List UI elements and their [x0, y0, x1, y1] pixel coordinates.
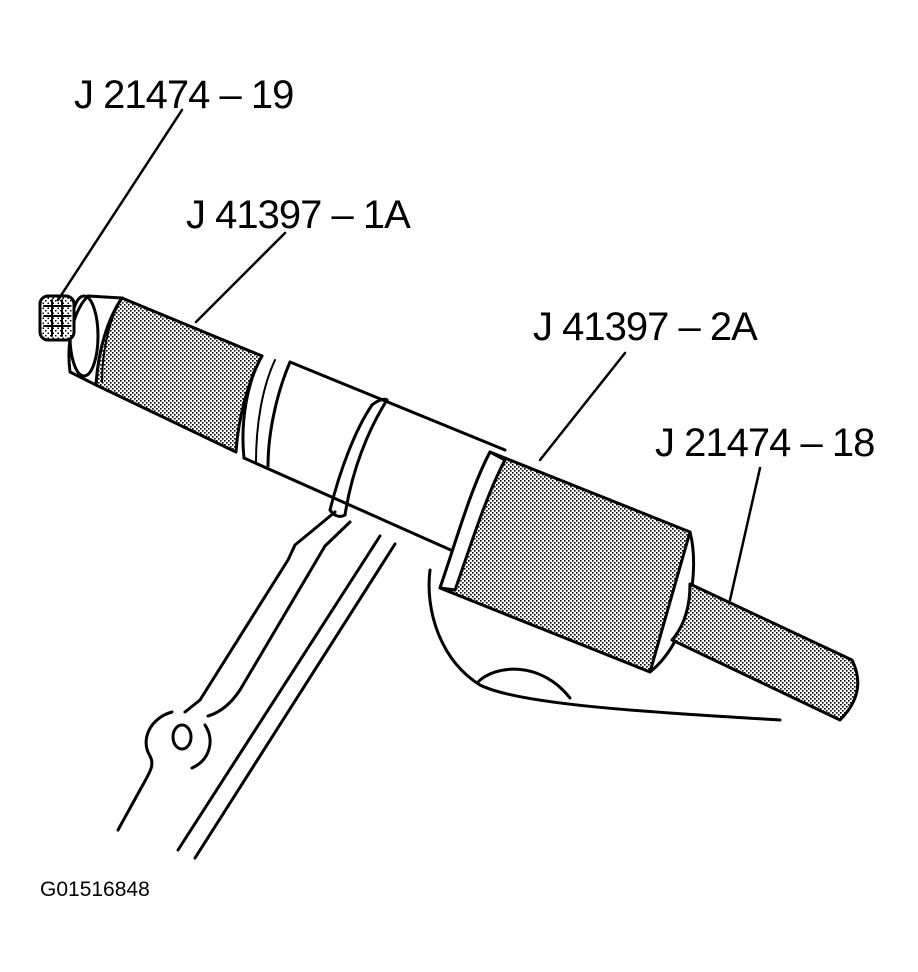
- label-j41397-2a: J 41397 – 2A: [533, 305, 758, 349]
- support-bracket: [116, 510, 397, 860]
- nut-j21474-19: [38, 294, 124, 387]
- label-j21474-18: J 21474 – 18: [655, 421, 874, 465]
- leader-lines: [56, 108, 762, 602]
- main-shaft: [241, 354, 507, 557]
- mounting-plate: [427, 568, 782, 722]
- figure-code: G01516848: [40, 878, 150, 901]
- leader-j21474-19: [56, 108, 184, 302]
- label-j41397-1a: J 41397 – 1A: [186, 193, 411, 237]
- leader-j41397-2a: [538, 351, 627, 462]
- leader-j21474-18: [728, 466, 762, 602]
- sleeve-j41397-1a: [94, 296, 264, 454]
- rod-j21474-18: [670, 582, 860, 722]
- block-j41397-2a: [438, 450, 696, 674]
- label-j21474-19: J 21474 – 19: [74, 73, 293, 117]
- leader-j41397-1a: [194, 231, 287, 324]
